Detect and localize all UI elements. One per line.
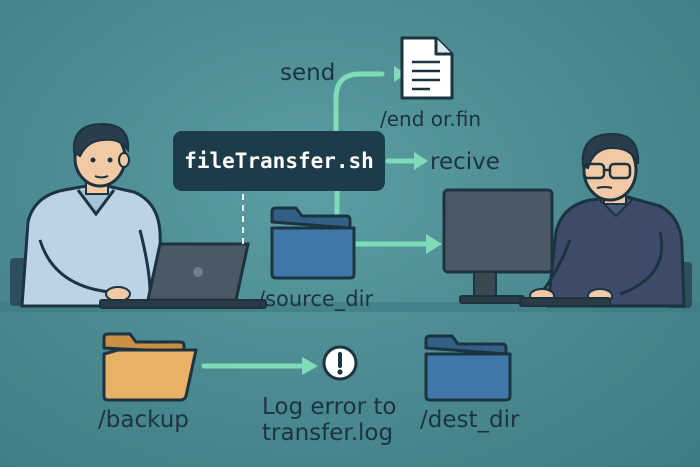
dest-dir-label: /dest_dir	[420, 407, 520, 433]
left-laptop	[99, 242, 267, 309]
source-folder-icon	[270, 206, 356, 280]
floor-band	[0, 302, 700, 312]
source-dir-label: /source_dir	[258, 287, 374, 311]
send-label: send	[280, 60, 336, 86]
document-icon	[400, 36, 454, 100]
receive-label: recive	[430, 149, 500, 175]
script-box: fileTransfer.sh	[173, 131, 385, 191]
script-name: fileTransfer.sh	[184, 149, 374, 173]
backup-label: /backup	[98, 407, 189, 433]
exclamation-icon	[322, 345, 358, 381]
end-file-label: /end or.fin	[380, 107, 482, 131]
log-error-line2: transfer.log	[262, 420, 394, 446]
log-error-line1: Log error to	[262, 394, 397, 420]
dest-folder-icon	[424, 334, 512, 402]
backup-folder-icon	[102, 332, 198, 402]
send-arrow	[333, 71, 385, 133]
left-person	[10, 122, 164, 308]
right-monitor	[442, 188, 611, 307]
right-person	[529, 132, 692, 308]
